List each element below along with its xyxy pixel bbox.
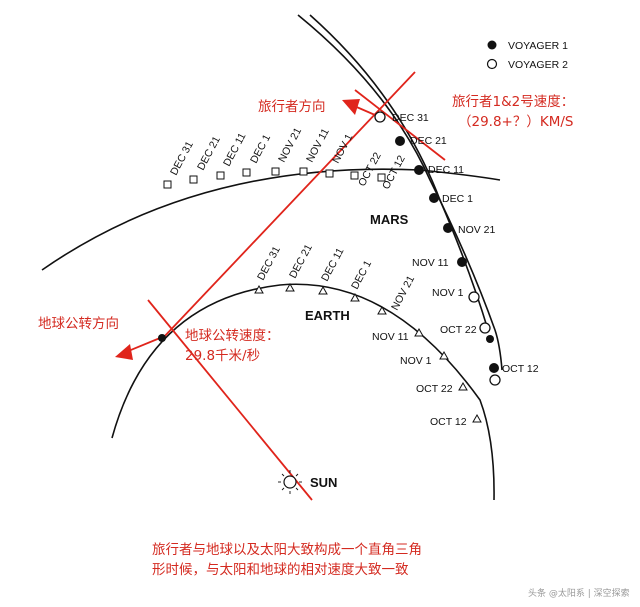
earth-date-label: NOV 1 xyxy=(400,355,432,367)
voyager-radial-line xyxy=(354,89,446,161)
earth-speed-value: 29.8千米/秒 xyxy=(185,348,261,364)
voyager2-marker-nov1 xyxy=(468,291,480,303)
voyager-date-label: NOV 11 xyxy=(412,257,449,269)
earth-date-label: NOV 11 xyxy=(372,331,409,343)
earth-position-dot xyxy=(158,334,166,342)
mars-position-markers xyxy=(163,167,386,189)
earth-label: EARTH xyxy=(305,308,350,323)
voyager-date-label: DEC 1 xyxy=(442,193,473,205)
voyager2-legend-dot xyxy=(486,58,498,70)
caption-line-1: 旅行者与地球以及太阳大致构成一个直角三角 xyxy=(152,542,422,558)
earth-speed-title: 地球公转速度： xyxy=(185,328,280,344)
earth-voyager-line xyxy=(161,71,416,340)
voyager1-marker-dec1 xyxy=(429,193,439,203)
voyager-speed-title: 旅行者1&2号速度： xyxy=(452,94,575,110)
earth-date-label: DEC 1 xyxy=(349,258,374,291)
voyager1-marker-nov21 xyxy=(443,223,453,233)
mars-date-label: OCT 12 xyxy=(380,153,408,191)
earth-sun-line xyxy=(147,299,313,501)
voyager2-marker-oct12 xyxy=(489,374,501,386)
watermark: 头条 @太阳系 | 深空探索 xyxy=(528,587,630,599)
voyager1-marker-oct12 xyxy=(489,363,499,373)
voyager-speed-value: （29.8+？）KM/S xyxy=(458,114,574,130)
mars-date-label: NOV 1 xyxy=(330,132,355,166)
voyager1-marker-dec11 xyxy=(414,165,424,175)
earth-position-markers xyxy=(254,282,482,423)
voyager2-marker-oct22 xyxy=(479,322,491,334)
earth-date-label: DEC 31 xyxy=(255,244,283,282)
voyager-trajectory-2 xyxy=(309,14,489,331)
voyager1-marker-dec21 xyxy=(395,136,405,146)
sun-label: SUN xyxy=(310,475,337,490)
earth-date-label: DEC 21 xyxy=(287,242,315,280)
voyager-date-label: OCT 22 xyxy=(440,324,477,336)
voyager-direction-label: 旅行者方向 xyxy=(258,99,326,115)
earth-date-label: DEC 11 xyxy=(319,246,347,284)
earth-date-label: OCT 22 xyxy=(416,383,453,395)
voyager-date-label: NOV 1 xyxy=(432,287,464,299)
voyager1-legend-dot xyxy=(487,40,497,50)
mars-date-label: DEC 21 xyxy=(195,134,223,172)
caption-line-2: 形时候，与太阳和地球的相对速度大致一致 xyxy=(152,562,409,578)
voyager1-marker-oct22 xyxy=(486,335,494,343)
voyager1-marker-nov11 xyxy=(457,257,467,267)
mars-date-label: DEC 11 xyxy=(221,131,249,169)
voyager-date-label: DEC 21 xyxy=(410,135,447,147)
mars-date-label: NOV 11 xyxy=(304,126,332,164)
mars-date-label: DEC 31 xyxy=(168,139,196,177)
voyager1-legend-label: VOYAGER 1 xyxy=(508,40,568,52)
voyager2-legend-label: VOYAGER 2 xyxy=(508,59,568,71)
earth-date-label: OCT 12 xyxy=(430,416,467,428)
voyager-date-label: DEC 11 xyxy=(428,164,464,176)
voyager-date-label: DEC 31 xyxy=(392,112,429,124)
mars-label: MARS xyxy=(370,212,409,227)
voyager-date-label: OCT 12 xyxy=(502,363,539,375)
mars-orbit xyxy=(41,168,501,271)
voyager2-marker-dec31 xyxy=(374,111,386,123)
sun-icon xyxy=(278,470,302,494)
mars-date-label: DEC 1 xyxy=(248,132,273,165)
mars-date-label: NOV 21 xyxy=(276,126,304,165)
earth-direction-arrow xyxy=(115,337,161,360)
voyager-date-label: NOV 21 xyxy=(458,224,496,236)
earth-date-label: NOV 21 xyxy=(389,274,417,313)
earth-direction-label: 地球公转方向 xyxy=(38,316,119,332)
